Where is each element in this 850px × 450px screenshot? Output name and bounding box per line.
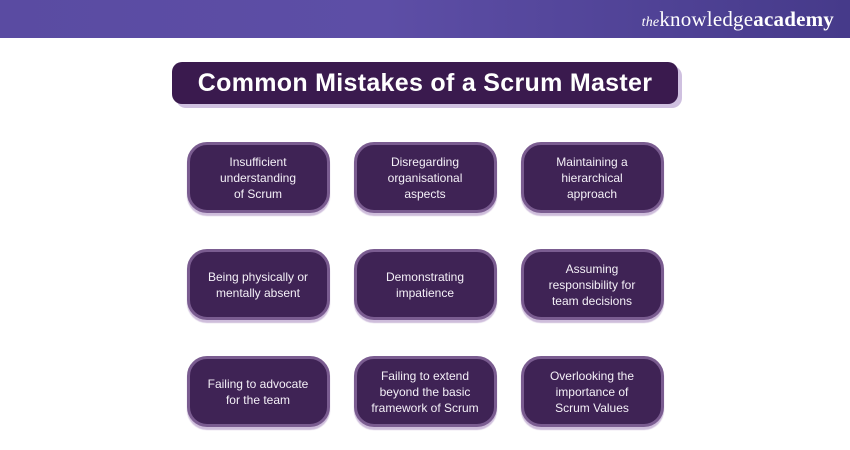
logo-academy: academy <box>753 6 834 31</box>
knowledge-academy-logo: theknowledgeacademy <box>642 7 834 32</box>
mistake-card-assuming-responsibility: Assuming responsibility for team decisio… <box>520 249 664 320</box>
mistake-card-failing-to-extend: Failing to extend beyond the basic frame… <box>353 356 497 427</box>
mistake-card-overlooking-scrum-values: Overlooking the importance of Scrum Valu… <box>520 356 664 427</box>
logo-the: the <box>641 14 660 30</box>
logo-knowledge: knowledge <box>659 6 754 31</box>
top-bar: theknowledgeacademy <box>0 0 850 38</box>
mistake-card-disregarding-organisational: Disregarding organisational aspects <box>353 142 497 213</box>
mistake-card-failing-to-advocate: Failing to advocate for the team <box>186 356 330 427</box>
mistake-card-physically-mentally-absent: Being physically or mentally absent <box>186 249 330 320</box>
mistakes-grid: Insufficient understanding of Scrum Disr… <box>186 142 664 427</box>
mistake-card-demonstrating-impatience: Demonstrating impatience <box>353 249 497 320</box>
page-title: Common Mistakes of a Scrum Master <box>171 62 679 104</box>
mistake-card-hierarchical-approach: Maintaining a hierarchical approach <box>520 142 664 213</box>
mistake-card-insufficient-understanding: Insufficient understanding of Scrum <box>186 142 330 213</box>
title-row: Common Mistakes of a Scrum Master <box>0 62 850 104</box>
